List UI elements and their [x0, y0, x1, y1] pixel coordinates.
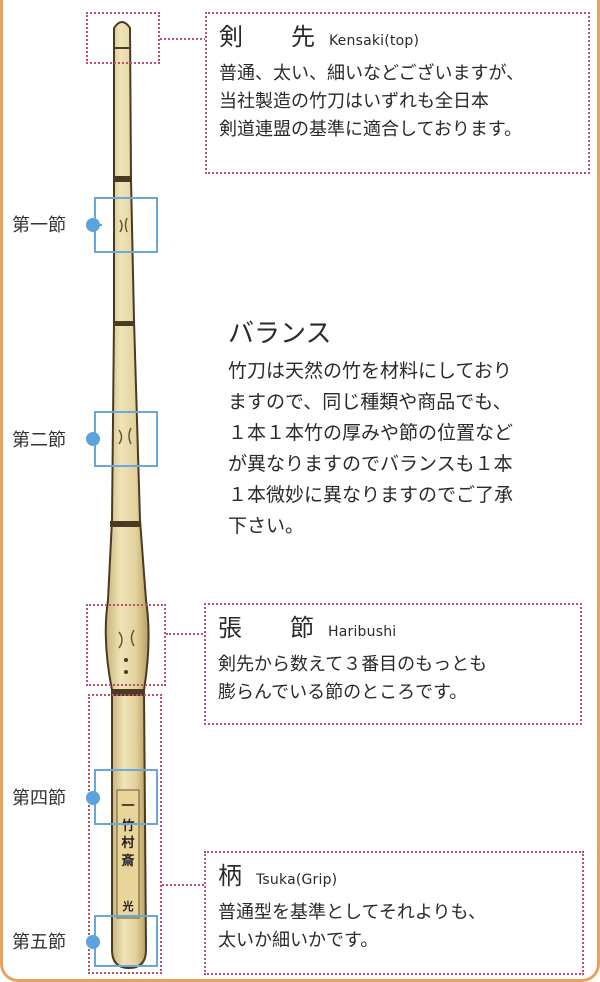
- node-label-5: 第五節: [12, 932, 66, 953]
- blade: [104, 21, 150, 691]
- haribushi-title: 張 節 Haribushi: [218, 613, 568, 647]
- balance-line-6: 下さい。: [228, 515, 305, 537]
- haribushi-title-en: Haribushi: [328, 624, 397, 640]
- balance-body: 竹刀は天然の竹を材料にしており ますので、同じ種類や商品でも、 １本１本竹の厚み…: [228, 356, 588, 542]
- band-1: [114, 176, 131, 182]
- balance-section: バランス 竹刀は天然の竹を材料にしており ますので、同じ種類や商品でも、 １本１…: [228, 318, 588, 542]
- tsuka-title-en: Tsuka(Grip): [256, 872, 338, 888]
- haribushi-dot-1: [124, 658, 128, 662]
- balance-title: バランス: [228, 319, 332, 349]
- node-3-mark: [118, 629, 135, 649]
- kensaki-title-jp-2: 先: [291, 23, 315, 51]
- band-3: [110, 521, 140, 527]
- node-dot-2: [86, 432, 100, 446]
- node-label-1: 第一節: [12, 215, 66, 236]
- tsuka-callout: 柄 Tsuka(Grip) 普通型を基準としてそれよりも、 太いか細いかです。: [204, 851, 584, 975]
- tsuka-highlight: [88, 694, 162, 974]
- node-dot-4: [86, 791, 100, 805]
- handle-mark-1: 一: [121, 799, 134, 814]
- node-dot-1: [86, 218, 100, 232]
- tsuka-leader: [162, 884, 204, 886]
- tsuka-line-1: 普通型を基準としてそれよりも、: [218, 902, 487, 923]
- haribushi-dot-2: [124, 670, 128, 674]
- kensaki-body: 普通、太い、細いなどございますが、 当社製造の竹刀はいずれも全日本 剣道連盟の基…: [219, 60, 576, 144]
- haribushi-body: 剣先から数えて３番目のもっとも 膨らんでいる節のところです。: [218, 651, 568, 707]
- tsuka-title-jp: 柄: [218, 862, 242, 890]
- handle-marks: 一 竹 村 斎 光: [120, 799, 134, 913]
- kensaki-title-en: Kensaki(top): [329, 33, 420, 49]
- handle-mark-4: 斎: [121, 853, 134, 869]
- kensaki-callout: 剣 先 Kensaki(top) 普通、太い、細いなどございますが、 当社製造の竹刀…: [205, 12, 590, 174]
- haribushi-highlight: [86, 604, 166, 686]
- node-label-2: 第二節: [12, 430, 66, 451]
- haribushi-line-2: 膨らんでいる節のところです。: [218, 682, 468, 703]
- kensaki-line-2: 当社製造の竹刀はいずれも全日本: [219, 91, 489, 112]
- kensaki-highlight: [86, 12, 160, 64]
- haribushi-title-jp-2: 節: [290, 614, 314, 642]
- kensaki-title-jp-1: 剣: [219, 23, 243, 51]
- haribushi-leader: [166, 633, 206, 635]
- node-box-4: [94, 769, 158, 825]
- handle-plate: [116, 789, 140, 919]
- kensaki-title: 剣 先 Kensaki(top): [219, 22, 576, 56]
- node-dot-5: [86, 935, 100, 949]
- tsuka-line-2: 太いか細いかです。: [218, 930, 379, 951]
- balance-line-4: が異なりますのでバランスも１本: [228, 453, 513, 475]
- haribushi-callout: 張 節 Haribushi 剣先から数えて３番目のもっとも 膨らんでいる節のところで…: [204, 603, 582, 725]
- handle-mark-3: 村: [121, 835, 134, 851]
- node-label-4: 第四節: [12, 788, 66, 809]
- balance-line-3: １本１本竹の厚みや節の位置など: [228, 422, 514, 444]
- tsuka-title: 柄 Tsuka(Grip): [218, 861, 570, 895]
- node-box-5: [94, 915, 158, 967]
- handle-mark-5: 光: [122, 899, 134, 913]
- node-2-mark: [118, 427, 132, 445]
- haribushi-line-1: 剣先から数えて３番目のもっとも: [218, 654, 488, 675]
- balance-line-2: ますので、同じ種類や商品でも、: [228, 391, 512, 413]
- tsuka-body: 普通型を基準としてそれよりも、 太いか細いかです。: [218, 899, 570, 955]
- node-box-2: [94, 411, 158, 467]
- node-1-mark: [119, 217, 128, 233]
- kensaki-leader: [160, 38, 206, 40]
- band-4: [112, 690, 145, 696]
- haribushi-title-jp-1: 張: [218, 614, 242, 642]
- kensaki-line-1: 普通、太い、細いなどございますが、: [219, 63, 525, 84]
- balance-line-1: 竹刀は天然の竹を材料にしており: [228, 360, 512, 382]
- kensaki-line-3: 剣道連盟の基準に適合しております。: [219, 119, 523, 140]
- balance-line-5: １本微妙に異なりますのでご了承: [228, 484, 514, 506]
- node-box-1: [94, 197, 158, 253]
- handle-mark-2: 竹: [120, 818, 134, 834]
- band-2: [115, 321, 134, 326]
